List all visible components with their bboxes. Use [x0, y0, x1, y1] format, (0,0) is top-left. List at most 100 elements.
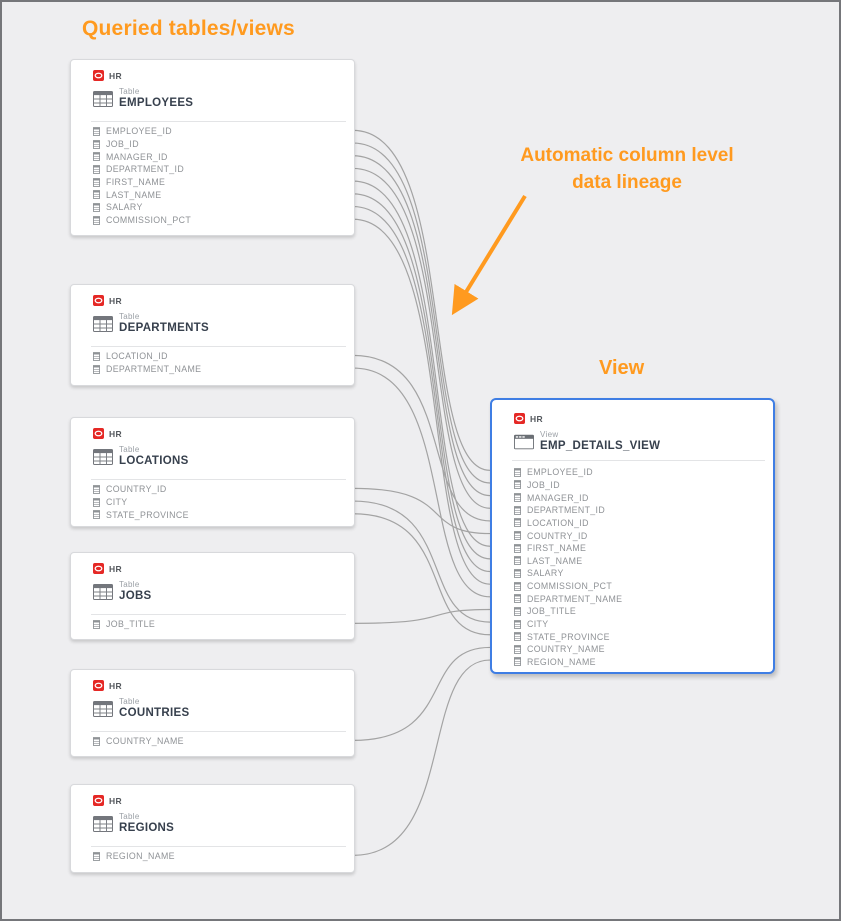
column-icon — [93, 485, 100, 494]
column-row-job_id[interactable]: JOB_ID — [93, 138, 348, 151]
column-row-region_name[interactable]: REGION_NAME — [514, 656, 767, 669]
column-row-first_name[interactable]: FIRST_NAME — [514, 542, 767, 555]
oracle-icon — [93, 428, 104, 439]
schema-label: HR — [530, 413, 544, 424]
lineage-connection-locations-country_id — [352, 487, 491, 535]
column-icon — [514, 531, 521, 540]
column-row-department_id[interactable]: DEPARTMENT_ID — [93, 163, 348, 176]
object-type-label: View — [540, 430, 559, 439]
column-icon — [514, 518, 521, 527]
schema-row: HR — [514, 413, 543, 424]
column-icon — [93, 140, 100, 149]
divider — [91, 121, 346, 122]
column-row-department_name[interactable]: DEPARTMENT_NAME — [93, 363, 348, 376]
object-type-label: Table — [119, 697, 140, 706]
column-icon — [514, 556, 521, 565]
lineage-connection-locations-state_province — [352, 513, 491, 636]
column-icon — [93, 852, 100, 861]
column-row-employee_id[interactable]: EMPLOYEE_ID — [514, 466, 767, 479]
column-name: COMMISSION_PCT — [106, 215, 192, 226]
column-icon — [93, 152, 100, 161]
schema-label: HR — [109, 795, 123, 806]
column-row-last_name[interactable]: LAST_NAME — [93, 188, 348, 201]
column-icon — [93, 365, 100, 374]
column-name: EMPLOYEE_ID — [106, 126, 172, 137]
column-icon — [93, 352, 100, 361]
column-icon — [93, 498, 100, 507]
column-icon — [93, 737, 100, 746]
object-name: DEPARTMENTS — [119, 322, 209, 334]
column-name: COUNTRY_NAME — [527, 644, 605, 655]
column-icon — [514, 607, 521, 616]
column-name: JOB_TITLE — [106, 619, 156, 630]
column-icon — [93, 190, 100, 199]
column-row-job_id[interactable]: JOB_ID — [514, 479, 767, 492]
lineage-connection-employees-commission_pct — [352, 218, 491, 585]
column-icon — [514, 632, 521, 641]
column-name: DEPARTMENT_ID — [106, 164, 185, 175]
column-icon — [93, 127, 100, 136]
column-row-country_name[interactable]: COUNTRY_NAME — [93, 735, 348, 748]
column-row-department_id[interactable]: DEPARTMENT_ID — [514, 504, 767, 517]
column-row-salary[interactable]: SALARY — [514, 567, 767, 580]
column-name: STATE_PROVINCE — [106, 509, 189, 520]
column-row-location_id[interactable]: LOCATION_ID — [93, 350, 348, 363]
column-row-city[interactable]: CITY — [93, 496, 348, 509]
oracle-icon — [93, 563, 104, 574]
column-row-employee_id[interactable]: EMPLOYEE_ID — [93, 125, 348, 138]
column-row-manager_id[interactable]: MANAGER_ID — [93, 150, 348, 163]
column-row-region_name[interactable]: REGION_NAME — [93, 850, 348, 863]
column-row-last_name[interactable]: LAST_NAME — [514, 554, 767, 567]
column-row-commission_pct[interactable]: COMMISSION_PCT — [514, 580, 767, 593]
column-name: JOB_ID — [106, 139, 139, 150]
schema-row: HR — [93, 795, 122, 806]
column-name: DEPARTMENT_NAME — [527, 593, 623, 604]
oracle-icon — [93, 680, 104, 691]
column-row-first_name[interactable]: FIRST_NAME — [93, 176, 348, 189]
column-row-country_name[interactable]: COUNTRY_NAME — [514, 643, 767, 656]
column-name: LOCATION_ID — [527, 517, 589, 528]
column-icon — [514, 645, 521, 654]
schema-label: HR — [109, 563, 123, 574]
column-list: JOB_TITLE — [93, 618, 348, 631]
column-name: COMMISSION_PCT — [527, 581, 613, 592]
schema-row: HR — [93, 70, 122, 81]
column-row-country_id[interactable]: COUNTRY_ID — [93, 483, 348, 496]
column-row-city[interactable]: CITY — [514, 618, 767, 631]
column-row-location_id[interactable]: LOCATION_ID — [514, 517, 767, 530]
object-type-label: Table — [119, 87, 140, 96]
column-icon — [93, 216, 100, 225]
column-name: DEPARTMENT_NAME — [106, 364, 202, 375]
column-name: COUNTRY_NAME — [106, 736, 184, 747]
column-name: CITY — [106, 497, 128, 508]
table-icon — [93, 316, 113, 332]
object-name: COUNTRIES — [119, 707, 190, 719]
column-name: REGION_NAME — [527, 656, 596, 667]
column-icon — [93, 203, 100, 212]
column-row-job_title[interactable]: JOB_TITLE — [93, 618, 348, 631]
table-icon — [93, 91, 113, 107]
column-row-salary[interactable]: SALARY — [93, 201, 348, 214]
column-row-department_name[interactable]: DEPARTMENT_NAME — [514, 592, 767, 605]
column-row-state_province[interactable]: STATE_PROVINCE — [93, 508, 348, 521]
object-name: LOCATIONS — [119, 455, 189, 467]
column-icon — [514, 506, 521, 515]
column-row-manager_id[interactable]: MANAGER_ID — [514, 491, 767, 504]
schema-row: HR — [93, 428, 122, 439]
column-row-country_id[interactable]: COUNTRY_ID — [514, 529, 767, 542]
divider — [91, 614, 346, 615]
column-row-commission_pct[interactable]: COMMISSION_PCT — [93, 214, 348, 227]
column-icon — [514, 544, 521, 553]
column-row-job_title[interactable]: JOB_TITLE — [514, 605, 767, 618]
column-name: SALARY — [527, 568, 564, 579]
column-row-state_province[interactable]: STATE_PROVINCE — [514, 630, 767, 643]
